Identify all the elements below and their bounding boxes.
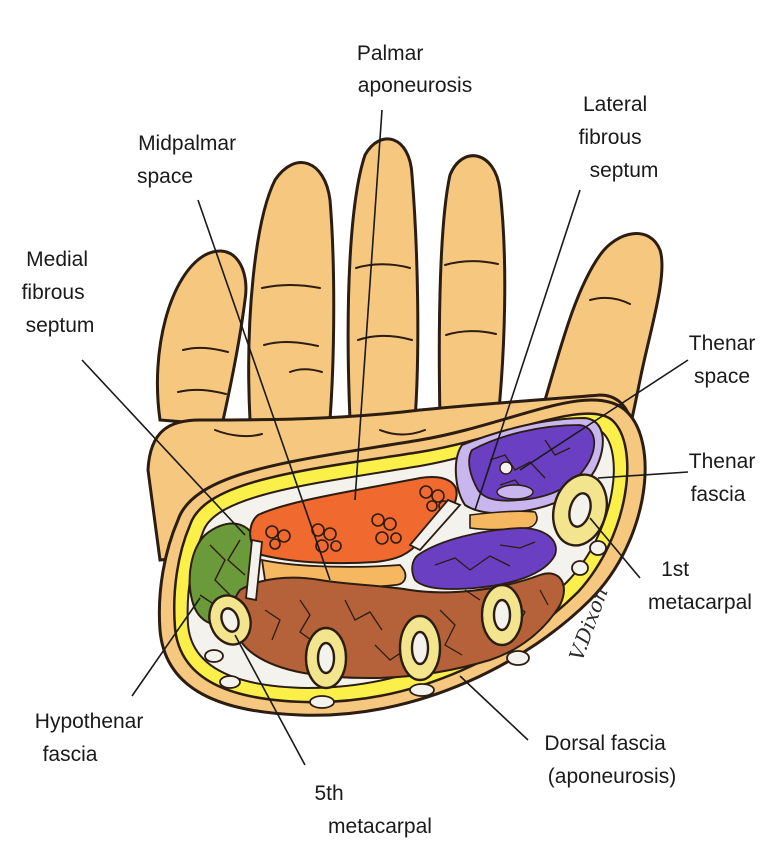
little-finger [157,251,246,425]
label-fifth-metacarpal: 5th metacarpal [314,782,431,838]
label-thenar-space: Thenar space [689,332,761,388]
thenar-tendon-strip [470,511,537,529]
label-palmar-aponeurosis: Palmar aponeurosis [357,42,472,97]
thenar-tendon [497,485,533,499]
thenar-vessel [500,462,512,474]
label-first-metacarpal: 1st metacarpal [648,558,752,614]
label-medial-fibrous-septum: Medial fibrous septum [22,248,95,337]
label-lateral-fibrous-septum: Lateral fibrous septum [579,93,659,182]
index-finger [439,156,504,420]
middle-finger [348,139,418,420]
label-dorsal-fascia: Dorsal fascia (aponeurosis) [544,732,676,788]
label-midpalmar-space: Midpalmar space [137,132,242,188]
label-hypothenar-fascia: Hypothenar fascia [35,710,149,766]
label-thenar-fascia: Thenar fascia [689,450,761,506]
